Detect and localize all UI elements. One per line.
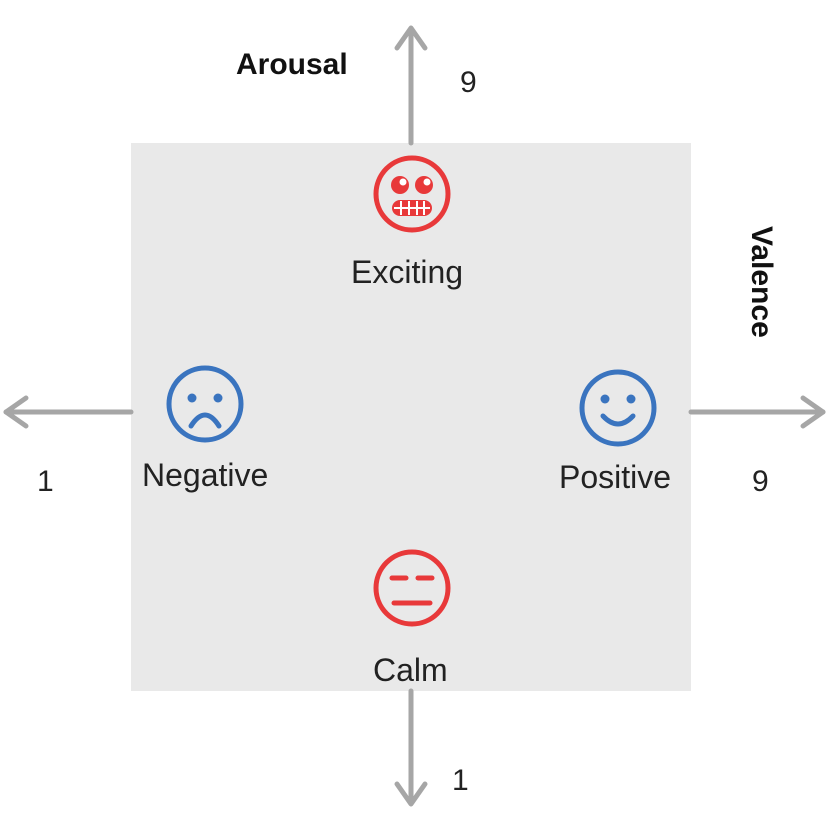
arousal-axis-title: Arousal	[236, 48, 348, 81]
neutral-face-icon	[373, 549, 451, 627]
valence-arrowhead-left	[3, 395, 29, 429]
arousal-min-label: 1	[452, 764, 469, 797]
arousal-max-label: 9	[460, 66, 477, 99]
quadrant-label-top: Exciting	[351, 254, 464, 290]
valence-arrowhead-right	[800, 395, 826, 429]
happy-face-icon	[579, 369, 657, 447]
emotion-space-square	[131, 143, 691, 691]
quadrant-label-left: Negative	[142, 457, 269, 493]
arousal-arrowhead-up	[394, 25, 428, 51]
quadrant-label-bottom: Calm	[373, 652, 448, 688]
valence-axis-title: Valence	[745, 226, 778, 338]
valence-min-label: 1	[37, 465, 54, 498]
excited-face-icon	[373, 155, 451, 233]
arousal-arrowhead-down	[394, 781, 428, 807]
quadrant-label-right: Positive	[559, 459, 672, 495]
sad-face-icon	[166, 365, 244, 443]
valence-max-label: 9	[752, 465, 769, 498]
